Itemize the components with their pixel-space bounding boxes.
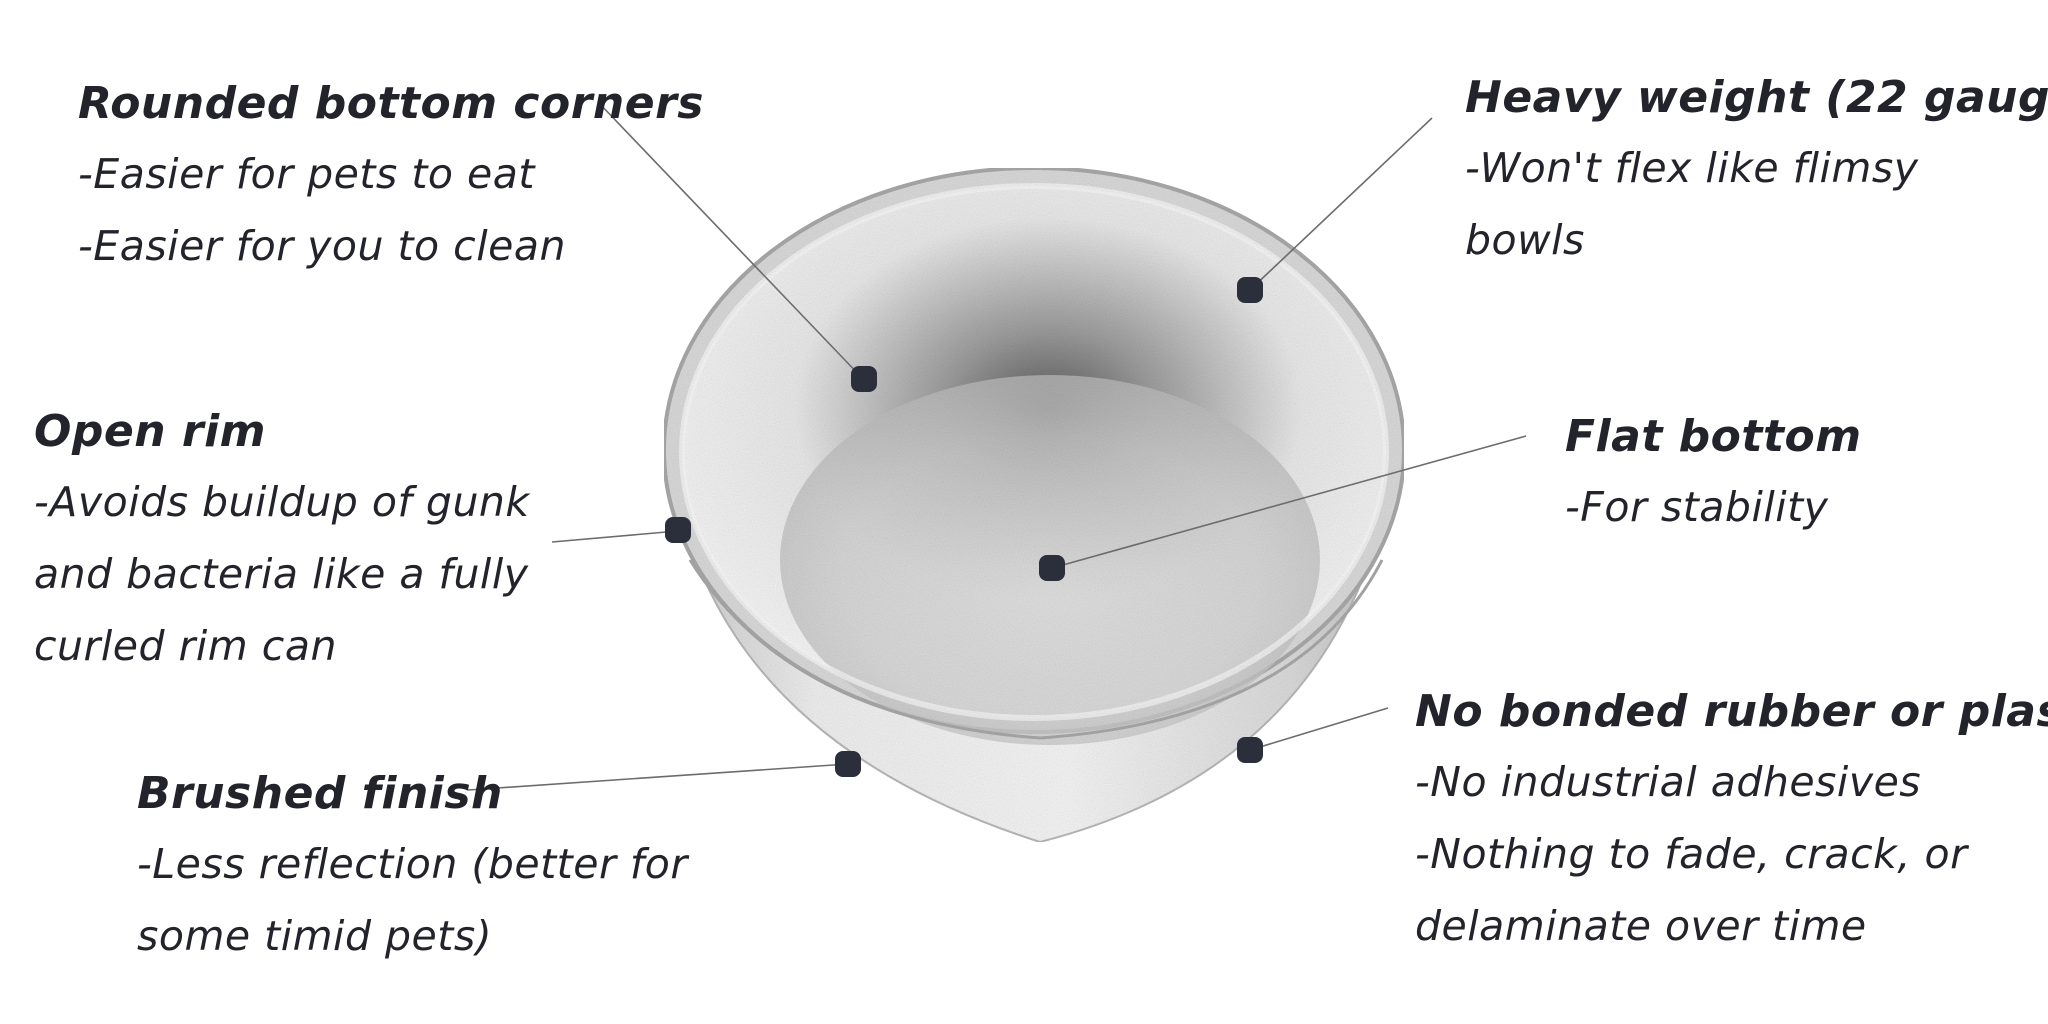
callout-line: bowls [1465,216,1585,264]
callout-line: -Won't flex like flimsy [1465,144,1919,192]
callout-line: -No industrial adhesives [1415,758,1922,806]
callout-flat-bottom: Flat bottom -For stability [1565,403,1862,543]
callout-title: Rounded bottom corners [78,78,704,129]
callout-line: and bacteria like a fully [34,550,529,598]
callout-line: some timid pets) [137,912,493,960]
leader-no-bond [1249,707,1389,751]
dot-heavy [1237,277,1263,303]
dot-flat [1039,555,1065,581]
leader-flat [1051,435,1527,569]
callout-line: delaminate over time [1415,902,1867,950]
leader-heavy [1249,117,1433,291]
leader-rounded [597,101,865,381]
dot-no-bond [1237,737,1263,763]
callout-line: curled rim can [34,622,337,670]
marker-dots [665,277,1263,777]
callout-heavy-weight: Heavy weight (22 gauge) -Won't flex like… [1465,64,2048,276]
callout-brushed-finish: Brushed finish -Less reflection (better … [137,760,688,972]
dot-rounded [851,366,877,392]
callout-line: -Avoids buildup of gunk [34,478,530,526]
callout-no-bonded-rubber: No bonded rubber or plastic -No industri… [1415,678,2048,962]
callout-line: -Less reflection (better for [137,840,688,888]
callout-title: Open rim [34,406,267,457]
callout-title: No bonded rubber or plastic [1415,686,2048,737]
dot-open-rim [665,517,691,543]
leader-lines [467,101,1527,791]
dot-brushed [835,751,861,777]
callout-title: Flat bottom [1565,411,1862,462]
callout-line: -Easier for pets to eat [78,150,535,198]
callout-rounded-corners: Rounded bottom corners -Easier for pets … [78,70,704,282]
callout-line: -For stability [1565,483,1829,531]
leader-open-rim [551,530,679,543]
callout-title: Heavy weight (22 gauge) [1465,72,2048,123]
callout-line: -Nothing to fade, crack, or [1415,830,1968,878]
leader-brushed [467,763,849,791]
callout-line: -Easier for you to clean [78,222,566,270]
bowl-body [662,166,1406,844]
callout-title: Brushed finish [137,768,503,819]
callout-open-rim: Open rim -Avoids buildup of gunk and bac… [34,398,530,682]
